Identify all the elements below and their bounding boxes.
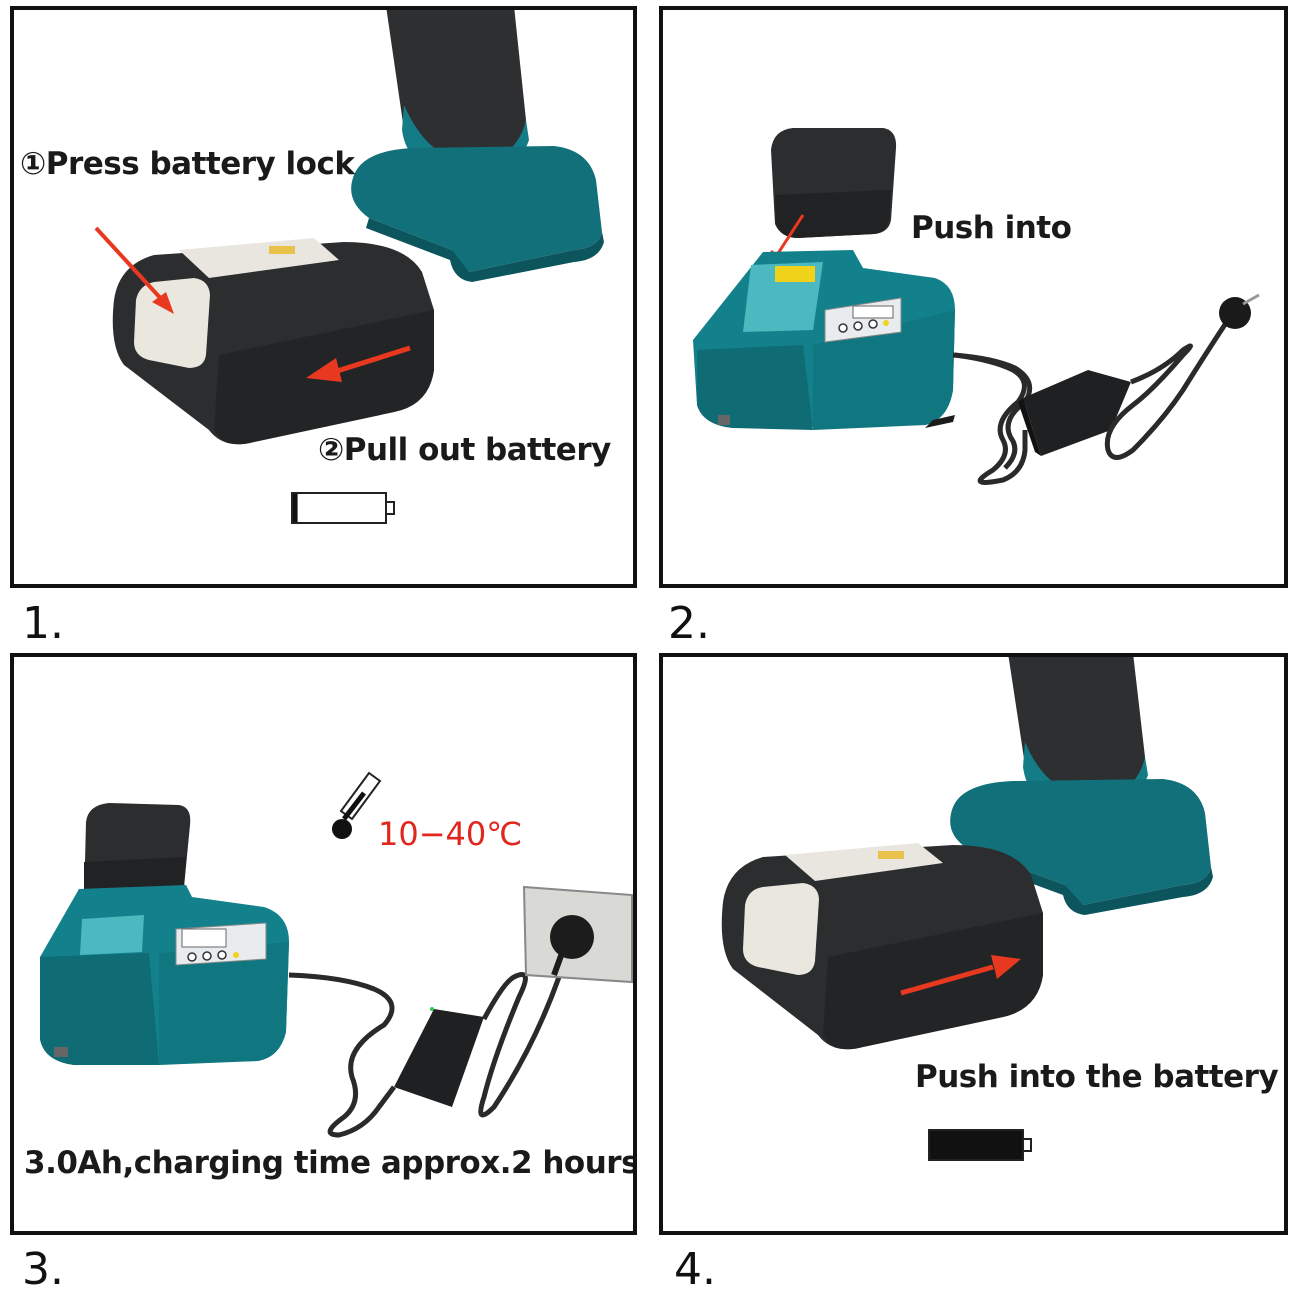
charger-foot (718, 415, 730, 425)
plug-icon (1219, 297, 1251, 329)
plug-cord (1104, 318, 1231, 460)
battery-level-fill (930, 1131, 1022, 1159)
adapter-led-icon (430, 1007, 434, 1011)
power-cord (952, 352, 1033, 470)
tool-handle (386, 10, 526, 160)
charger-foot (54, 1047, 68, 1057)
step-2-panel: Push into (659, 6, 1288, 588)
lock-arrow-icon (152, 292, 174, 314)
power-adapter-edge (1018, 398, 1041, 456)
tool-foot-shadow (366, 218, 604, 282)
charger-button-icon (853, 321, 863, 331)
step-number-1: 1. (22, 598, 64, 649)
charger-terminal (775, 266, 815, 282)
push-arrow-icon (991, 955, 1021, 979)
charger-display (181, 928, 227, 948)
pull-arrow-icon (306, 358, 342, 382)
charger-side (159, 942, 289, 1065)
pull-arrow-line (333, 345, 411, 375)
battery-bottom (775, 190, 891, 238)
temperature-range: 10−40℃ (378, 815, 523, 853)
plug-icon (550, 915, 594, 959)
charger-button-icon (217, 950, 227, 960)
charger-front (40, 953, 159, 1065)
power-adapter (394, 1009, 484, 1107)
step-3-panel: 10−40℃ 3.0Ah,charging time approx.2 hour… (10, 653, 637, 1235)
battery-label (269, 246, 295, 254)
battery-level-icon (928, 1129, 1032, 1161)
battery-side (823, 913, 1043, 1050)
charger-front (697, 345, 813, 430)
battery-level-fill (293, 494, 298, 522)
charger-button-icon (838, 323, 848, 333)
plug-cord (478, 972, 562, 1118)
charger-button-icon (202, 951, 212, 961)
charger-base (925, 415, 955, 428)
step-1-panel: ①Press battery lock ②Pull out battery (10, 6, 637, 588)
push-arrow-line (900, 964, 994, 996)
caption-pull-out: ②Pull out battery (318, 432, 611, 468)
step-4-panel: Push into the battery (659, 653, 1288, 1235)
step-4-illustration (721, 657, 1213, 1161)
charger-display (852, 305, 894, 319)
step-number-4: 4. (674, 1244, 716, 1295)
step-2-illustration (693, 128, 1260, 485)
battery-lock-button (743, 883, 819, 975)
plug-pin (1242, 293, 1260, 306)
battery-label (878, 851, 904, 859)
battery-level-icon (291, 492, 395, 524)
charger-led-icon (883, 320, 889, 326)
lock-arrow-line (94, 226, 166, 304)
caption-charging-time: 3.0Ah,charging time approx.2 hours (24, 1145, 637, 1181)
tool-foot (950, 779, 1211, 905)
charger-slot (80, 915, 144, 955)
step-number-3: 3. (22, 1244, 64, 1295)
caption-push-into-battery: Push into the battery (915, 1059, 1279, 1095)
step-number-2: 2. (668, 598, 710, 649)
power-cord (288, 972, 396, 1138)
charger-side (813, 310, 955, 430)
power-adapter (1023, 370, 1131, 456)
battery-rail (179, 238, 339, 278)
step-1-illustration (94, 10, 604, 524)
step-3-illustration (40, 771, 633, 1138)
charger-led-icon (233, 952, 239, 958)
tool-foot-shadow (965, 849, 1213, 915)
plug-stem (551, 951, 565, 977)
thermometer-icon (332, 771, 382, 839)
insert-arrow-line (773, 214, 805, 259)
caption-push-into: Push into (911, 210, 1072, 246)
charger-button-icon (187, 952, 197, 962)
tool-foot (351, 146, 602, 272)
caption-press-lock: ①Press battery lock (20, 146, 355, 182)
charger-button-icon (868, 319, 878, 329)
battery-lock-button (134, 278, 210, 368)
power-cord (954, 352, 1028, 485)
tool-handle (1008, 657, 1145, 795)
